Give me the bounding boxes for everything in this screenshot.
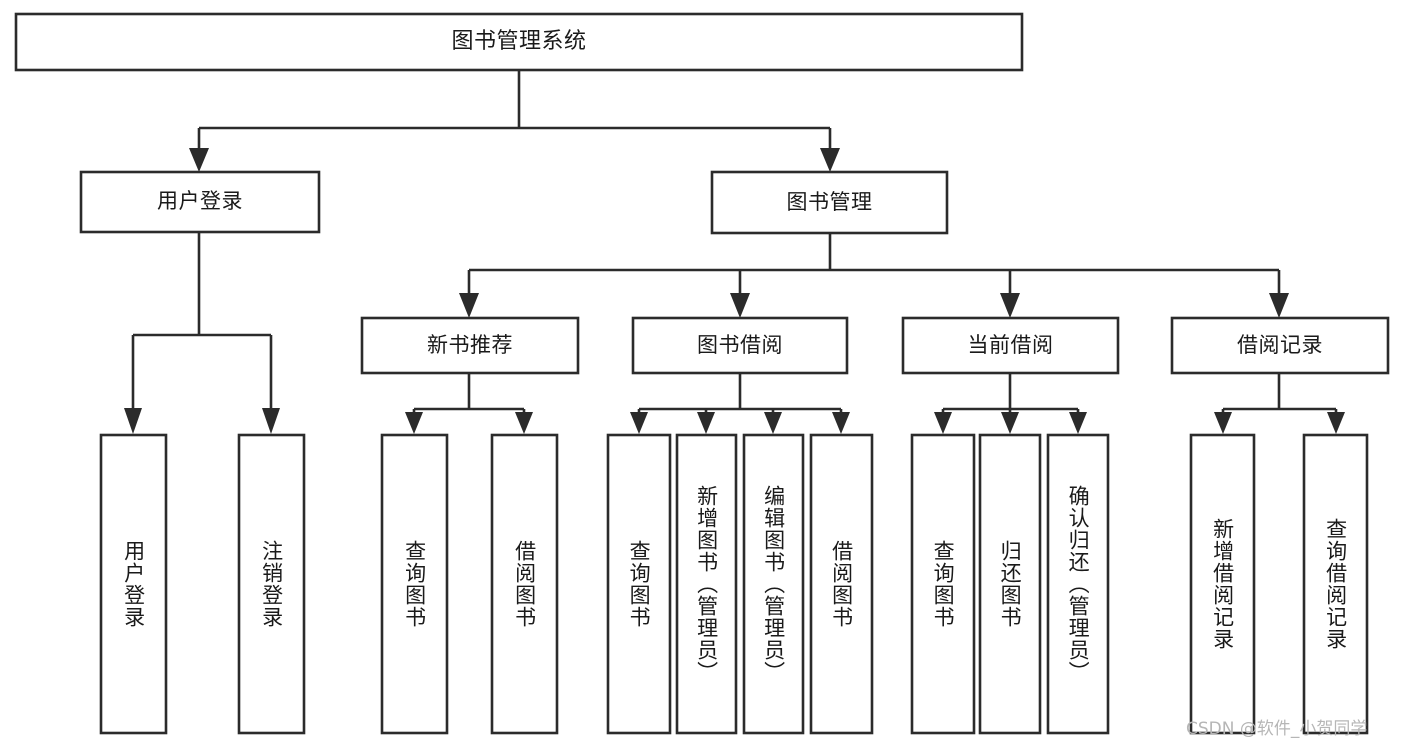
node-box-leaf-query-record[interactable] — [1302, 433, 1369, 735]
node-box-leaf-borrow-book-2[interactable] — [809, 433, 874, 735]
node-box-leaf-query-book-1[interactable] — [380, 433, 449, 735]
node-box-leaf-confirm-return[interactable] — [1046, 433, 1110, 735]
connector-currentborrow-to-leaves — [934, 373, 1087, 434]
connector-borrowrecord-to-leaves — [1214, 373, 1345, 434]
node-box-leaf-add-record[interactable] — [1189, 433, 1256, 735]
node-box-leaf-user-login[interactable] — [99, 433, 168, 735]
node-box-leaf-edit-book[interactable] — [742, 433, 805, 735]
node-box-leaf-query-book-3[interactable] — [910, 433, 976, 735]
node-box-leaf-add-book[interactable] — [675, 433, 738, 735]
connector-userlogin-to-leaves — [124, 232, 280, 434]
node-box-leaf-return-book[interactable] — [978, 433, 1042, 735]
connector-bookmanage-to-level3 — [459, 233, 1289, 318]
node-box-borrow-record[interactable] — [1170, 316, 1390, 375]
node-box-book-manage[interactable] — [710, 170, 949, 235]
connector-root-to-level2 — [189, 70, 840, 172]
node-box-root[interactable] — [14, 12, 1024, 72]
node-box-leaf-query-book-2[interactable] — [606, 433, 672, 735]
connector-newbook-to-leaves — [405, 373, 533, 434]
node-box-leaf-logout[interactable] — [237, 433, 306, 735]
node-box-user-login[interactable] — [79, 170, 321, 234]
node-box-leaf-borrow-book-1[interactable] — [490, 433, 559, 735]
connector-bookborrow-to-leaves — [630, 373, 850, 434]
node-box-book-borrow[interactable] — [631, 316, 849, 375]
node-box-current-borrow[interactable] — [901, 316, 1120, 375]
node-box-new-book-recommend[interactable] — [360, 316, 580, 375]
